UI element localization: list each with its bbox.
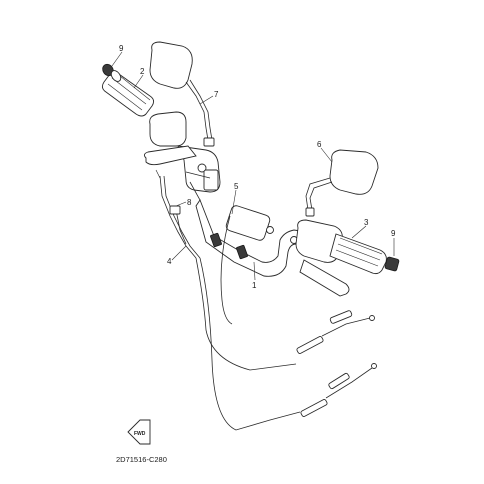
callout-7: 7 [214,90,219,99]
left-mirror [149,41,215,147]
control-cables [159,175,377,431]
callout-9a: 9 [119,44,124,53]
callout-2: 2 [140,67,145,76]
callout-5: 5 [234,182,239,191]
right-mirror [305,149,379,217]
callout-labels: 9 2 7 6 5 8 3 9 4 1 [119,44,396,290]
fwd-label: FWD [134,431,146,437]
callout-4: 4 [167,257,172,266]
diagram-code: 2D71516-C280 [116,455,167,464]
callout-9b: 9 [391,229,396,238]
callout-6: 6 [317,140,322,149]
left-grip [101,63,155,117]
callout-1: 1 [252,281,257,290]
callout-3: 3 [364,218,369,227]
fwd-arrow-badge: FWD [127,419,151,445]
left-lever-assembly [143,111,221,233]
leader-lines [111,51,395,281]
right-throttle-assembly [295,219,400,297]
callout-8: 8 [187,198,192,207]
